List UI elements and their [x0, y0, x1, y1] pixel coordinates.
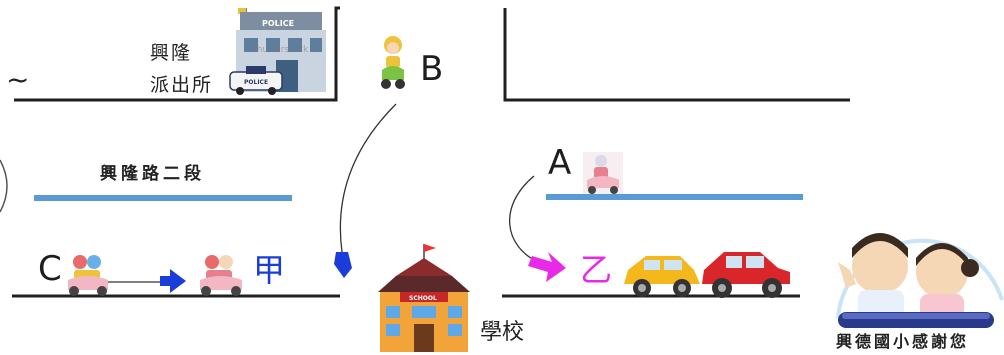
watermark-text: shutterstock: [252, 45, 309, 55]
police-station-name-line1: 興隆: [150, 42, 193, 64]
road-edge-top-left: [14, 6, 340, 102]
label-c: C: [38, 249, 62, 289]
label-yi: 乙: [580, 251, 613, 289]
left-edge-arc: [0, 159, 8, 213]
a-path-arrow: [528, 252, 566, 282]
scooter-a-icon: [583, 152, 623, 194]
a-path-curve: [509, 175, 539, 263]
median-right: [546, 194, 803, 200]
median-left: [34, 195, 292, 201]
school-label: 學校: [480, 320, 525, 345]
mascot-kids-icon: [836, 233, 1004, 328]
school-sign-text: SCHOOL: [409, 295, 437, 302]
scooter-b-icon: [381, 36, 405, 89]
yellow-car-icon: [624, 256, 700, 297]
label-a: A: [548, 143, 572, 183]
road-name-label: 興隆路二段: [100, 164, 205, 184]
police-car-text: POLICE: [244, 79, 268, 86]
tilde-mark: ~: [6, 63, 30, 96]
road-edge-top-right: [503, 8, 850, 102]
label-b: B: [420, 49, 444, 89]
scooter-c-icon: [68, 255, 108, 296]
police-station-name-line2: 派出所: [150, 74, 214, 96]
scooter-jia-icon: [200, 255, 242, 296]
label-jia: 甲: [253, 251, 286, 289]
b-path-curve: [339, 103, 397, 253]
red-car-icon: [702, 252, 790, 298]
thanks-caption: 興德國小感謝您: [836, 332, 970, 351]
b-path-arrow: [334, 252, 352, 278]
police-station-icon: [229, 8, 326, 95]
police-sign-text: POLICE: [262, 19, 294, 28]
school-icon: [378, 244, 470, 352]
c-travel-arrow: [160, 269, 186, 293]
